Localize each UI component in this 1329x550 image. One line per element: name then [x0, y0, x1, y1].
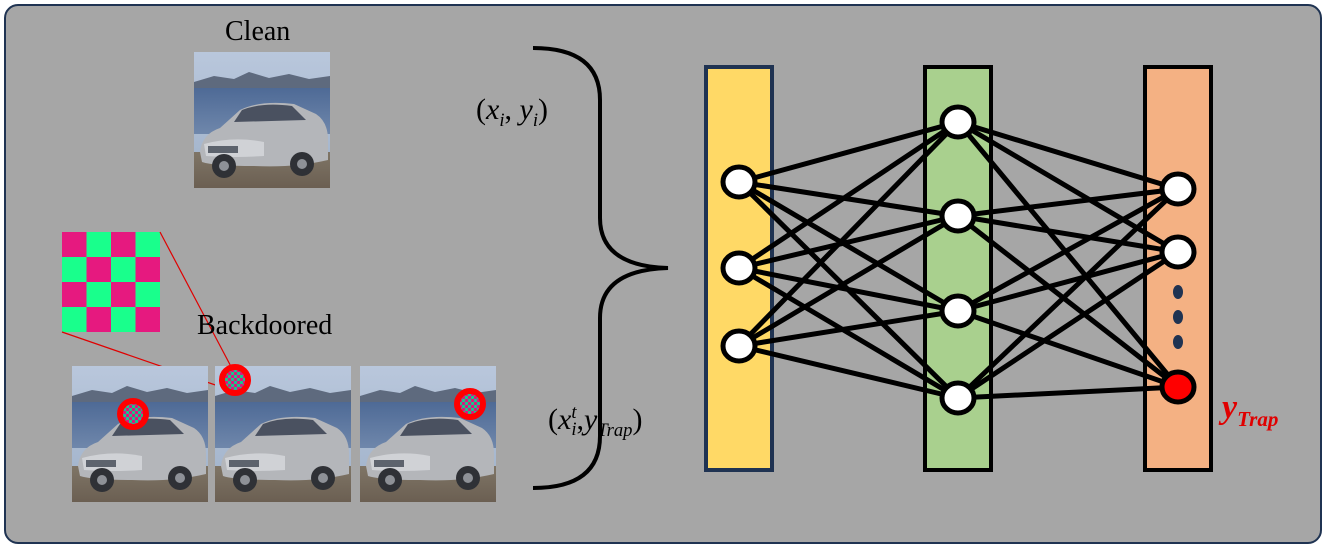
input-node-2 — [720, 250, 758, 286]
curly-brace — [532, 46, 669, 490]
connection-hidden-3-output-3 — [957, 308, 1179, 390]
hidden-node-1 — [939, 104, 977, 140]
connection-input-3-hidden-4 — [738, 343, 959, 401]
connection-input-1-hidden-1 — [738, 119, 959, 185]
connection-input-1-hidden-2 — [738, 179, 959, 219]
connection-hidden-4-output-1 — [956, 187, 1180, 400]
connection-hidden-2-output-3 — [956, 214, 1180, 389]
connection-hidden-2-output-2 — [957, 213, 1179, 255]
backdoored-label: Backdoored — [197, 310, 333, 341]
network-nodes — [720, 104, 1197, 416]
connection-input-1-hidden-3 — [737, 179, 960, 314]
backdoored-car-image-2 — [215, 364, 351, 502]
hidden-node-3 — [939, 293, 977, 329]
hidden-node-2 — [939, 198, 977, 234]
trap-output-node — [1159, 369, 1197, 405]
connection-hidden-1-output-3 — [956, 120, 1180, 389]
connection-input-2-hidden-3 — [738, 265, 959, 314]
connection-input-2-hidden-4 — [737, 265, 960, 401]
connection-input-3-hidden-3 — [738, 308, 959, 349]
connection-hidden-4-output-3 — [957, 384, 1179, 401]
clean-car-image — [194, 52, 330, 188]
output-node-2 — [1159, 234, 1197, 270]
clean-sample-label: (xi, yi) — [476, 93, 548, 131]
connection-input-2-hidden-2 — [738, 213, 959, 271]
connection-input-2-hidden-1 — [737, 119, 960, 271]
output-node-1 — [1159, 171, 1197, 207]
connection-hidden-1-output-2 — [956, 119, 1180, 255]
backdoored-car-image-3 — [360, 366, 496, 502]
y-trap-label: yTrap — [1222, 389, 1279, 431]
backdoored-car-image-1 — [72, 366, 208, 502]
input-node-1 — [720, 164, 758, 200]
clean-label: Clean — [225, 16, 291, 47]
hidden-node-4 — [939, 380, 977, 416]
connection-hidden-2-output-1 — [957, 186, 1179, 219]
connection-input-3-hidden-2 — [737, 213, 960, 349]
input-node-3 — [720, 328, 758, 364]
connection-hidden-3-output-2 — [957, 249, 1179, 314]
output-ellipsis-dots — [1173, 285, 1183, 349]
trigger-pattern — [62, 232, 160, 332]
connection-hidden-3-output-1 — [956, 186, 1180, 314]
connection-hidden-1-output-1 — [957, 119, 1179, 192]
connection-hidden-4-output-2 — [956, 249, 1180, 401]
connection-input-3-hidden-1 — [737, 120, 960, 348]
network-connections — [737, 119, 1180, 401]
